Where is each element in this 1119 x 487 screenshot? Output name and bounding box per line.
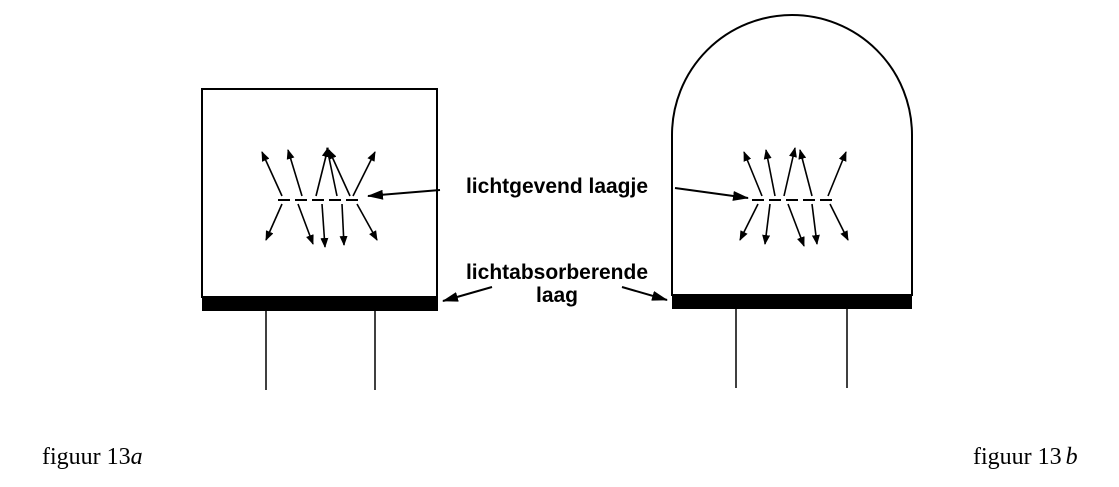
label-absorbing-layer-group: lichtabsorberende laag <box>442 261 668 307</box>
caption-13b-letter: b <box>1066 444 1078 470</box>
pointer-emitting-right <box>674 187 749 201</box>
caption-13a-prefix: figuur 13 <box>42 444 131 470</box>
label-absorbing-layer-line1: lichtabsorberende <box>466 261 648 284</box>
led-dome-body <box>671 14 913 296</box>
led-dome <box>671 14 913 388</box>
ray-up-5 <box>827 151 847 197</box>
ray-up-4 <box>798 149 813 197</box>
ray-down-2 <box>762 203 771 245</box>
caption-figure-13a: figuur 13a <box>42 444 143 470</box>
led-square-light-rays <box>261 147 378 248</box>
label-absorbing-layer-line2: laag <box>536 284 578 307</box>
ray-down-3 <box>787 203 805 247</box>
caption-13a-letter: a <box>131 444 143 470</box>
ray-down-5 <box>356 203 378 241</box>
label-emitting-layer: lichtgevend laagje <box>466 175 648 198</box>
caption-13b-prefix: figuur 13 <box>973 444 1062 470</box>
led-square-absorbing-layer <box>202 296 438 311</box>
pointer-absorbing-right <box>621 286 668 301</box>
ray-down-3 <box>320 203 329 248</box>
ray-up-2 <box>286 149 303 197</box>
ray-down-2 <box>297 203 314 245</box>
led-dome-absorbing-layer <box>672 294 912 309</box>
ray-down-4 <box>811 203 820 245</box>
ray-down-5 <box>829 203 849 241</box>
ray-up-5 <box>352 151 376 197</box>
ray-up-6 <box>328 149 351 197</box>
ray-down-1 <box>265 203 283 241</box>
pointer-emitting-left <box>367 189 441 200</box>
led-square <box>201 88 438 390</box>
ray-down-4 <box>339 203 348 246</box>
ray-up-3 <box>783 147 797 197</box>
led-dome-light-rays <box>739 147 849 247</box>
ray-up-3 <box>315 147 330 197</box>
label-emitting-layer-group: lichtgevend laagje <box>367 175 749 201</box>
ray-up-1 <box>261 151 283 197</box>
pointer-absorbing-left <box>442 286 493 302</box>
ray-up-2 <box>763 149 776 197</box>
ray-down-1 <box>739 203 759 241</box>
ray-up-1 <box>743 151 763 197</box>
